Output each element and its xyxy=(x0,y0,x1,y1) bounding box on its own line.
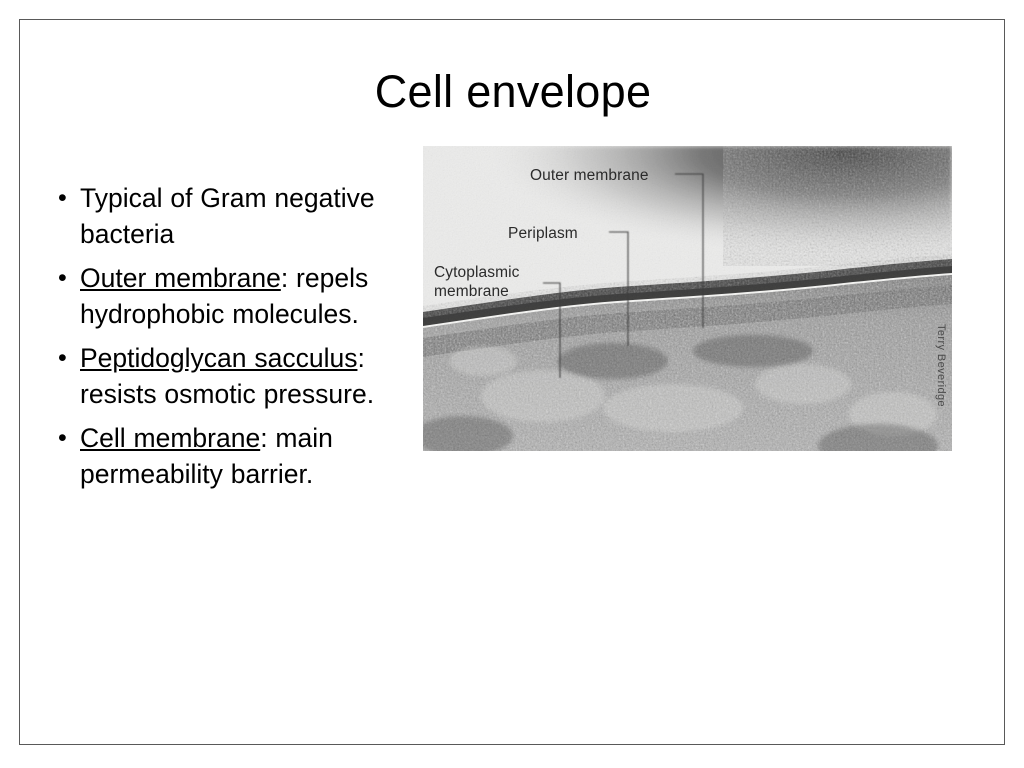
electron-micrograph-image: Outer membrane Periplasm Cytoplasmic mem… xyxy=(423,146,952,451)
bullet-underlined-term: Outer membrane xyxy=(80,263,281,293)
micrograph-label-cytoplasmic-membrane: Cytoplasmic membrane xyxy=(434,264,520,300)
bullet-list: • Typical of Gram negative bacteria • Ou… xyxy=(44,180,414,500)
list-item: • Typical of Gram negative bacteria xyxy=(44,180,414,252)
figure-block: Outer membrane Periplasm Cytoplasmic mem… xyxy=(423,146,983,456)
bullet-text: Cell membrane: main permeability barrier… xyxy=(80,420,414,492)
bullet-text: Peptidoglycan sacculus: resists osmotic … xyxy=(80,340,414,412)
list-item: • Outer membrane: repels hydrophobic mol… xyxy=(44,260,414,332)
micrograph-label-periplasm: Periplasm xyxy=(508,225,578,242)
image-credit: Terry Beveridge xyxy=(935,324,947,408)
bullet-plain-text: : main permeability barrier. xyxy=(80,423,333,489)
bullet-underlined-term: Peptidoglycan sacculus xyxy=(80,343,358,373)
list-item: • Cell membrane: main permeability barri… xyxy=(44,420,414,492)
bullet-text: Outer membrane: repels hydrophobic molec… xyxy=(80,260,414,332)
bullet-underlined-term: Cell membrane xyxy=(80,423,261,453)
bullet-plain-text: : repels hydrophobic molecules. xyxy=(80,263,369,329)
bullet-marker: • xyxy=(58,264,67,292)
bullet-text: Typical of Gram negative bacteria xyxy=(80,180,414,252)
bullet-plain-text: : resists osmotic pressure. xyxy=(80,343,375,409)
page-title: Cell envelope xyxy=(374,66,652,117)
list-item: • Peptidoglycan sacculus: resists osmoti… xyxy=(44,340,414,412)
bullet-marker: • xyxy=(58,184,67,212)
bullet-marker: • xyxy=(58,344,67,372)
slide-frame: Cell envelope • Typical of Gram negative… xyxy=(19,19,1005,745)
micrograph-label-outer-membrane: Outer membrane xyxy=(530,167,649,184)
bullet-plain-text: Typical of Gram negative bacteria xyxy=(80,183,375,249)
bullet-marker: • xyxy=(58,424,67,452)
